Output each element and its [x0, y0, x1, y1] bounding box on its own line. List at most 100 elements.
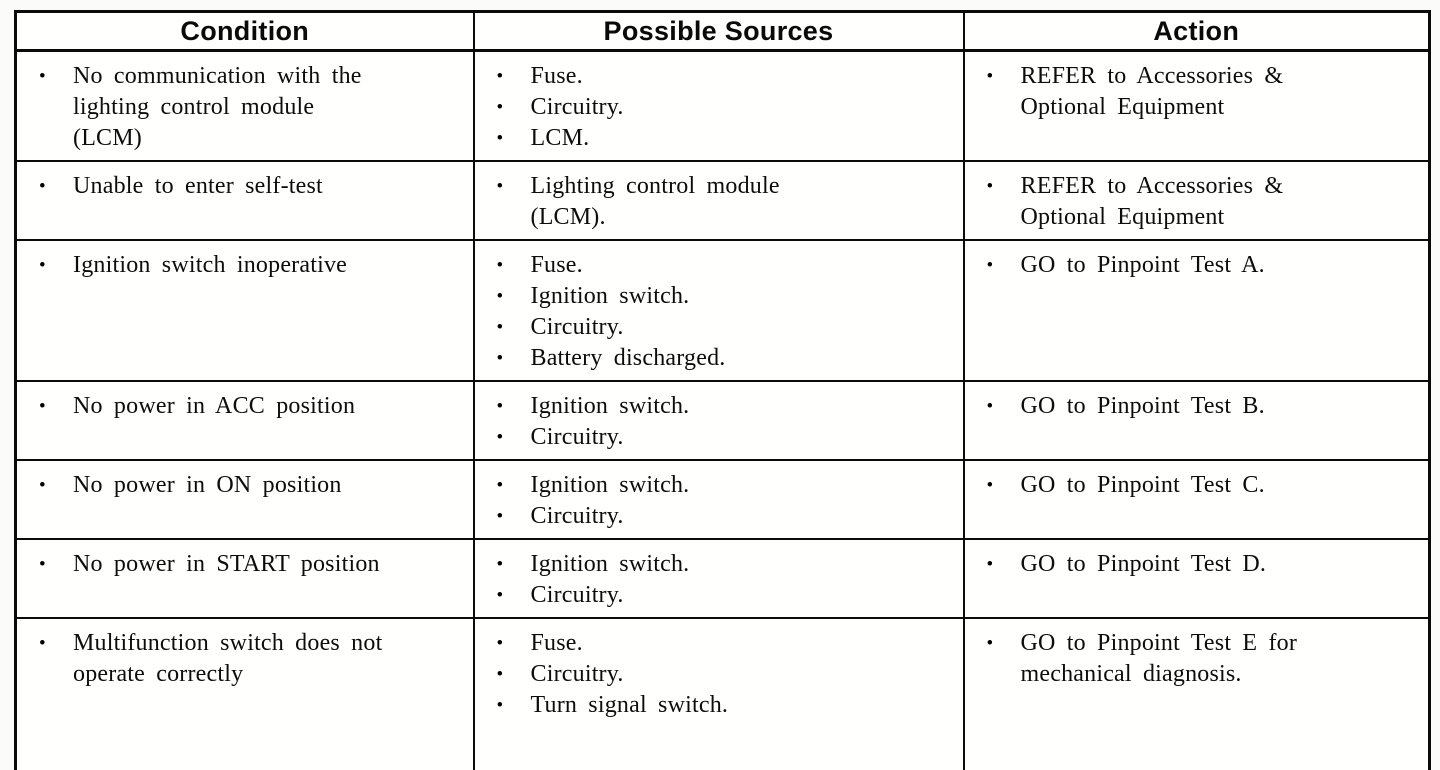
bullet-item: • GO to Pinpoint Test E for mechanical di…	[965, 628, 1419, 690]
bullet-item: • REFER to Accessories & Optional Equipme…	[965, 61, 1419, 123]
bullet-item: • GO to Pinpoint Test D.	[965, 549, 1419, 580]
bullet-text: Fuse.	[530, 63, 583, 89]
bullet-text: No power in ACC position	[73, 393, 356, 419]
bullet-item: •Unable to enter self-test	[17, 171, 463, 202]
table-row: • No power in ON position •Ignition switch…	[14, 459, 1431, 540]
bullet-item: • Lighting control module (LCM).	[475, 171, 953, 233]
bullet-item: •Ignition switch inoperative	[17, 250, 463, 281]
bullet-text: GO to Pinpoint Test C.	[1020, 472, 1265, 498]
condition-bullet-list: •Unable to enter self-test	[17, 171, 463, 202]
table-row: • No communication with the lighting cont…	[14, 49, 1431, 162]
table-row: •No power in START position•Ignition swi…	[14, 538, 1431, 619]
bullet-text: GO to Pinpoint Test D.	[1020, 551, 1267, 577]
bullet-text: Ignition switch.	[530, 551, 690, 577]
bullet-text: LCM.	[530, 125, 590, 151]
diagnostic-table: Condition Possible Sources Action • No co…	[14, 10, 1431, 770]
action-cell: • REFER to Accessories & Optional Equipme…	[962, 160, 1431, 241]
bullet-icon: •	[496, 475, 504, 496]
action-bullet-list: • REFER to Accessories & Optional Equipme…	[965, 171, 1419, 233]
bullet-icon: •	[39, 66, 46, 87]
bullet-item: • Fuse.	[475, 61, 953, 92]
bullet-icon: •	[986, 633, 994, 654]
table-row: •Ignition switch inoperative•Fuse.•Ignit…	[14, 239, 1431, 382]
bullet-icon: •	[496, 664, 504, 685]
sources-cell: •Ignition switch. • Circuitry.	[472, 380, 965, 461]
bullet-item: • Ignition switch.	[475, 549, 953, 580]
action-cell: • GO to Pinpoint Test D.	[962, 538, 1431, 619]
bullet-text: No power in ON position	[73, 472, 342, 498]
header-row: Condition Possible Sources Action	[14, 10, 1431, 52]
bullet-icon: •	[496, 97, 504, 118]
bullet-item: • Circuitry.	[475, 312, 953, 343]
bullet-icon: •	[986, 475, 994, 496]
bullet-icon: •	[496, 317, 504, 338]
bullet-item: •Ignition switch.	[475, 470, 953, 501]
bullet-icon: •	[496, 176, 504, 197]
sources-cell: • Fuse. • Circuitry. •LCM.	[472, 49, 965, 162]
bullet-icon: •	[496, 286, 504, 307]
action-bullet-list: • REFER to Accessories & Optional Equipme…	[965, 61, 1419, 123]
bullet-text: Circuitry.	[530, 424, 624, 450]
condition-cell: • No power in ON position	[14, 459, 475, 540]
bullet-icon: •	[496, 348, 504, 369]
bullet-text: REFER to Accessories & Optional Equipmen…	[1020, 173, 1284, 230]
bullet-item: • No communication with the lighting cont…	[17, 61, 463, 154]
bullet-item: • REFER to Accessories & Optional Equipme…	[965, 171, 1419, 233]
bullet-text: GO to Pinpoint Test A.	[1020, 252, 1265, 278]
bullet-text: No power in START position	[73, 551, 380, 577]
condition-bullet-list: • Multifunction switch does not operate c…	[17, 628, 463, 690]
bullet-icon: •	[496, 633, 504, 654]
bullet-text: Multifunction switch does not operate co…	[73, 630, 383, 687]
bullet-item: • Circuitry.	[475, 659, 953, 690]
bullet-icon: •	[39, 475, 46, 496]
bullet-item: •Ignition switch.	[475, 391, 953, 422]
bullet-text: GO to Pinpoint Test E for mechanical dia…	[1020, 630, 1298, 687]
bullet-text: Circuitry.	[530, 314, 624, 340]
action-bullet-list: • GO to Pinpoint Test E for mechanical di…	[965, 628, 1419, 690]
bullet-icon: •	[496, 427, 504, 448]
bullet-icon: •	[986, 176, 994, 197]
sources-bullet-list: •Ignition switch. • Circuitry.	[475, 391, 953, 453]
bullet-text: Ignition switch.	[530, 283, 690, 309]
bullet-item: •Fuse.	[475, 250, 953, 281]
bullet-item: •LCM.	[475, 123, 953, 154]
bullet-item: • Multifunction switch does not operate c…	[17, 628, 463, 690]
action-cell: • REFER to Accessories & Optional Equipme…	[962, 49, 1431, 162]
bullet-text: Fuse.	[530, 252, 583, 278]
bullet-icon: •	[496, 585, 504, 606]
condition-cell: •Unable to enter self-test	[14, 160, 475, 241]
bullet-item: •No power in START position	[17, 549, 463, 580]
bullet-text: Circuitry.	[530, 503, 624, 529]
bullet-text: REFER to Accessories & Optional Equipmen…	[1020, 63, 1284, 120]
sources-cell: •Fuse.•Circuitry.•Turn signal switch.	[472, 617, 965, 770]
bullet-icon: •	[39, 633, 46, 654]
bullet-text: Circuitry.	[530, 661, 624, 687]
table-body: • No communication with the lighting cont…	[14, 49, 1431, 770]
bullet-icon: •	[986, 554, 994, 575]
bullet-icon: •	[39, 396, 46, 417]
action-bullet-list: •GO to Pinpoint Test B.	[965, 391, 1419, 422]
bullet-item: • GO to Pinpoint Test C.	[965, 470, 1419, 501]
bullet-icon: •	[496, 695, 504, 716]
bullet-icon: •	[496, 66, 504, 87]
bullet-icon: •	[496, 554, 504, 575]
sources-bullet-list: •Fuse.•Circuitry.•Turn signal switch.	[475, 628, 953, 721]
sources-bullet-list: •Fuse.•Ignition switch.•Circuitry.•Batte…	[475, 250, 953, 374]
sources-cell: •Ignition switch.•Circuitry.	[472, 538, 965, 619]
bullet-item: • Ignition switch.	[475, 281, 953, 312]
action-cell: •GO to Pinpoint Test B.	[962, 380, 1431, 461]
bullet-text: Turn signal switch.	[530, 692, 729, 718]
bullet-text: Circuitry.	[530, 94, 624, 120]
condition-bullet-list: • No power in ACC position	[17, 391, 463, 422]
table-row: • No power in ACC position •Ignition switc…	[14, 380, 1431, 461]
bullet-item: •GO to Pinpoint Test B.	[965, 391, 1419, 422]
bullet-text: No communication with the lighting contr…	[73, 63, 362, 151]
action-cell: •GO to Pinpoint Test A.	[962, 239, 1431, 382]
bullet-icon: •	[986, 66, 994, 87]
bullet-icon: •	[496, 506, 504, 527]
bullet-icon: •	[986, 396, 994, 417]
bullet-text: Lighting control module (LCM).	[530, 173, 780, 230]
bullet-item: • Circuitry.	[475, 422, 953, 453]
sources-cell: •Fuse.•Ignition switch.•Circuitry.•Batte…	[472, 239, 965, 382]
sources-bullet-list: •Ignition switch.•Circuitry.	[475, 470, 953, 532]
